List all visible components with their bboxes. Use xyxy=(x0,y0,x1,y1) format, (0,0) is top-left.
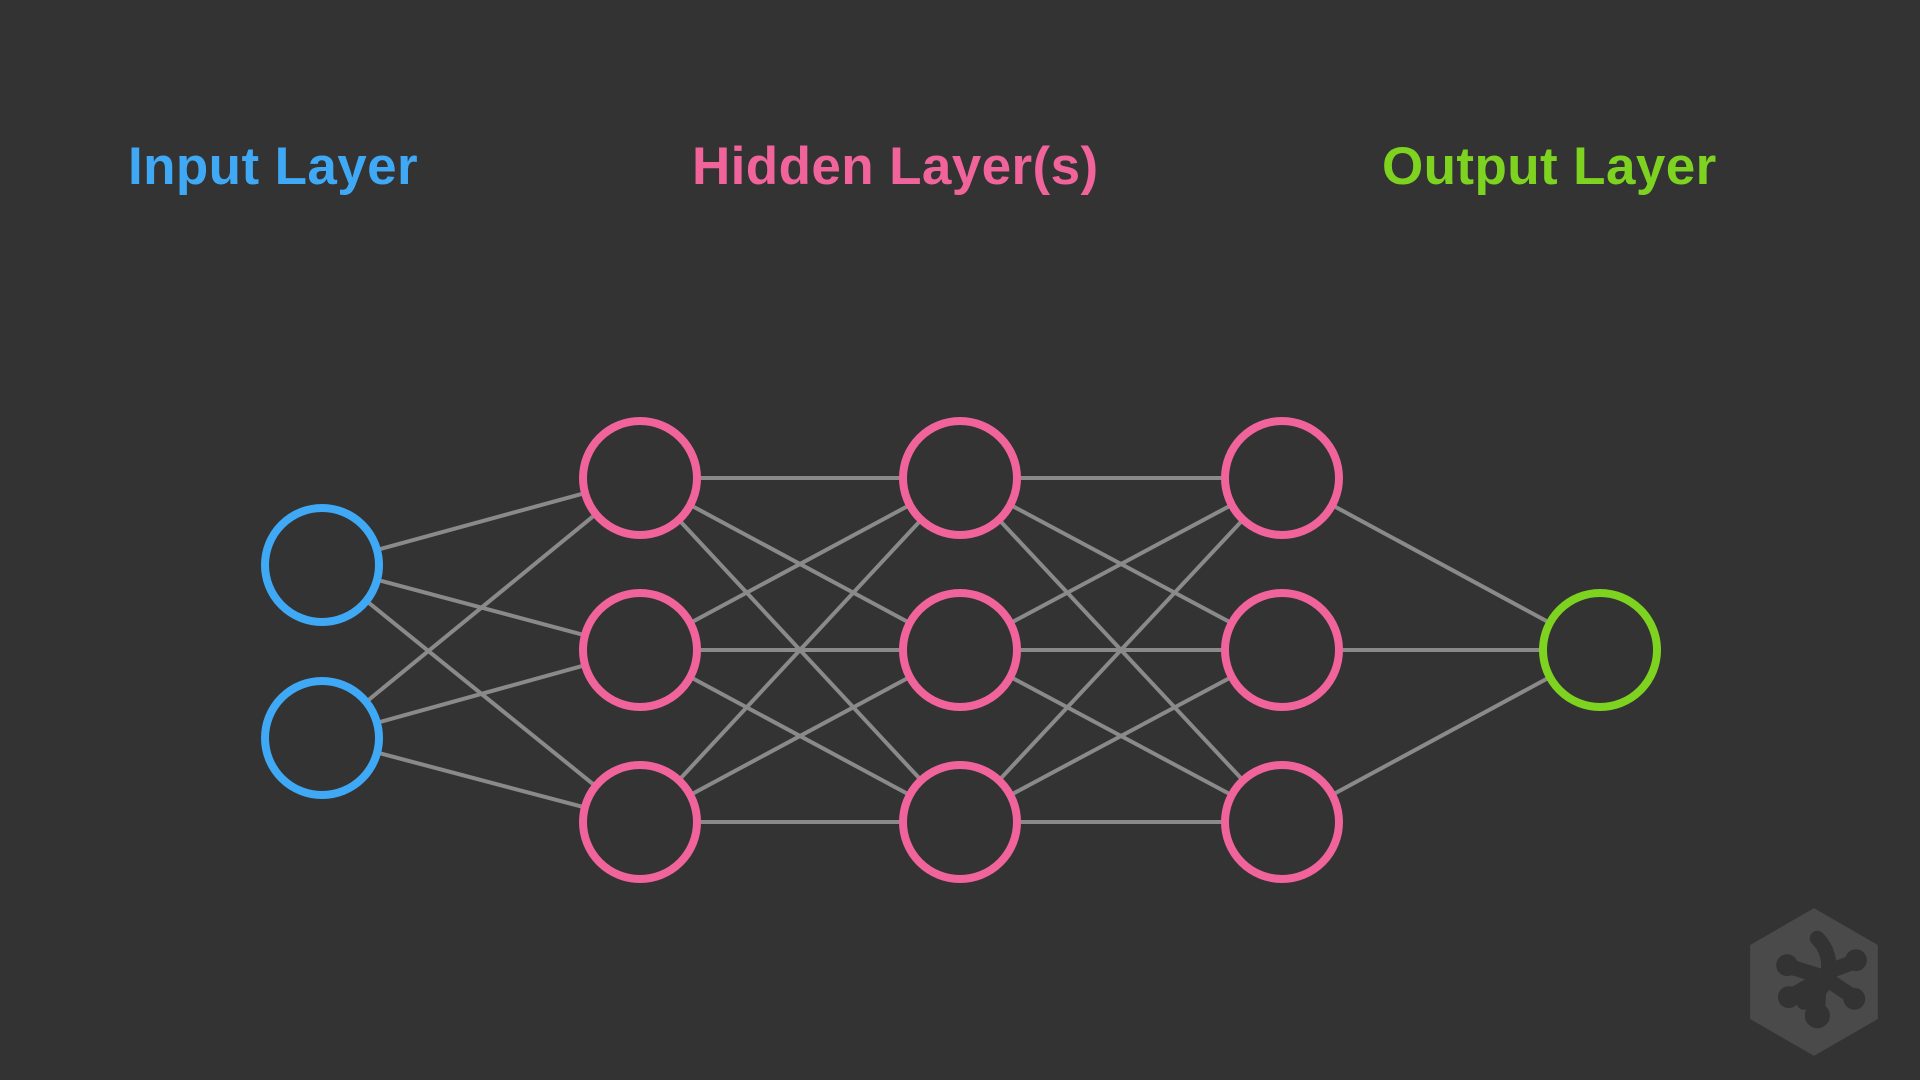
neuron-node-hidden-2 xyxy=(899,589,1021,711)
connection-edge xyxy=(1009,675,1233,797)
connection-edge xyxy=(997,518,1245,782)
connection-edge xyxy=(1009,503,1233,625)
hidden-layer-label: Hidden Layer(s) xyxy=(692,137,1099,196)
connection-edge xyxy=(364,512,598,704)
neuron-node-hidden-2 xyxy=(579,589,701,711)
neuron-node-hidden-3 xyxy=(899,761,1021,883)
connection-edge xyxy=(689,675,911,797)
connection-edge xyxy=(677,518,923,782)
connection-edge xyxy=(376,491,586,552)
neuron-node-hidden-3 xyxy=(1221,761,1343,883)
neuron-node-hidden-2 xyxy=(1221,589,1343,711)
connection-edge xyxy=(689,503,911,625)
neuron-node-input-1 xyxy=(261,504,383,626)
connection-edges xyxy=(364,476,1551,824)
neuron-node-hidden-3 xyxy=(579,761,701,883)
neuron-node-hidden-1 xyxy=(899,417,1021,539)
input-layer-label: Input Layer xyxy=(128,137,419,196)
connection-edge xyxy=(1331,503,1551,625)
neuron-nodes xyxy=(261,417,1661,883)
connection-edge xyxy=(1331,675,1551,797)
output-layer-label: Output Layer xyxy=(1382,137,1717,196)
neuron-node-output-1 xyxy=(1539,589,1661,711)
connection-edge xyxy=(376,663,586,725)
neuron-node-input-2 xyxy=(261,677,383,799)
neuron-node-hidden-1 xyxy=(579,417,701,539)
neuron-node-hidden-1 xyxy=(1221,417,1343,539)
connection-edge xyxy=(376,750,586,810)
